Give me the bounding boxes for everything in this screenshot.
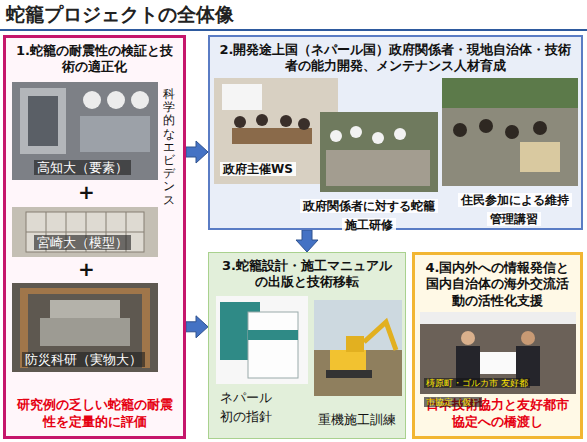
- person: [256, 114, 268, 126]
- photo-caption: 防災科研（実物大）: [22, 352, 145, 367]
- block-arrow: [186, 316, 208, 338]
- panel-heading: 2.開発途上国（ネパール国）政府関係者・現地自治体・技術者の能力開発、メンテナン…: [217, 42, 574, 75]
- poster: [520, 142, 560, 172]
- community-photo: [442, 78, 578, 186]
- label-box: 科学的なエビデンス: [163, 88, 175, 207]
- block-arrow: [296, 230, 318, 252]
- person: [533, 121, 547, 135]
- excavator-track: [326, 370, 372, 378]
- model-photo: [12, 207, 158, 257]
- panel: 4.国内外への情報発信と国内自治体の海外交流活動の活性化支援日ネ技術協力と友好都…: [412, 252, 583, 439]
- block-arrow: [186, 141, 208, 163]
- manual-cover: [248, 312, 298, 378]
- lab-photo: [12, 82, 158, 180]
- certificate: [480, 352, 516, 374]
- title-box: 蛇籠プロジェクトの全体像: [6, 2, 234, 27]
- panel-heading: 4.国内外への情報発信と国内自治体の海外交流活動の活性化支援: [422, 260, 573, 309]
- conclusion-text: 研究例の乏しい蛇籠の耐震性を定量的に評価: [13, 397, 176, 431]
- person: [521, 331, 535, 345]
- label-box: 重機施工訓練: [318, 409, 396, 428]
- vertical-note: 科学的なエビデンス: [163, 88, 175, 207]
- gabion-model: [26, 212, 144, 252]
- panel-heading: 1.蛇籠の耐震性の検証と技術の適正化: [13, 43, 176, 76]
- photo-caption: 政府関係者に対する蛇籠施工研修: [300, 199, 438, 232]
- photo-caption: ネパール初の指針: [220, 390, 272, 424]
- gabion-mesh: [26, 212, 144, 252]
- photo-caption: 重機施工訓練: [318, 412, 396, 427]
- plus-sign: +: [78, 257, 95, 281]
- workshop-photo: [214, 78, 338, 184]
- label-box: 高知大（要素）: [34, 157, 131, 177]
- label-box: 住民参加による維持管理講習: [458, 189, 570, 227]
- helmet: [350, 126, 362, 138]
- panel-fill: [412, 252, 583, 439]
- gauge: [131, 91, 149, 109]
- test-rig: [20, 88, 66, 154]
- label-box: 政府主催WS: [220, 158, 296, 177]
- wood-frame: [20, 288, 150, 294]
- gabion-stack: [50, 300, 120, 318]
- person: [479, 119, 493, 133]
- photo-caption: 政府主催WS: [220, 162, 296, 176]
- full-scale-photo: [12, 283, 158, 372]
- gabion-stack: [40, 318, 130, 346]
- ground: [314, 350, 402, 396]
- excavator-arm: [364, 322, 396, 350]
- title-rule: [0, 29, 587, 31]
- person: [453, 123, 467, 137]
- manual-photo: [216, 296, 308, 384]
- label-box: +: [78, 180, 95, 204]
- plus-sign: +: [78, 180, 95, 204]
- panel-fill: [208, 252, 406, 439]
- excavator: [330, 350, 366, 370]
- banner: [420, 312, 576, 324]
- label-box: +: [78, 257, 95, 281]
- person: [298, 118, 310, 130]
- label-box: 防災科研（実物大）: [22, 349, 145, 369]
- gauge: [107, 91, 125, 109]
- helmet: [372, 132, 384, 144]
- excavator-cab: [346, 336, 364, 352]
- person: [280, 115, 292, 127]
- control-panel: [80, 116, 150, 152]
- panel-fill: [3, 35, 186, 439]
- photo-caption: 住民参加による維持管理講習: [458, 193, 572, 226]
- manual-band: [248, 330, 298, 340]
- person: [461, 331, 475, 345]
- label-box: 宮崎大（模型）: [34, 232, 131, 252]
- stone-wall: [326, 150, 430, 186]
- label-box: ネパール初の指針: [220, 387, 282, 426]
- test-rig: [28, 96, 58, 146]
- person: [505, 125, 519, 139]
- screen: [222, 84, 262, 110]
- helmet: [330, 130, 342, 142]
- trees: [442, 78, 578, 108]
- panel-heading: 3.蛇籠設計・施工マニュアルの出版と技術移転: [216, 258, 398, 291]
- table: [232, 128, 312, 144]
- gauge: [83, 91, 101, 109]
- photo-caption: 宮崎大（模型）: [34, 235, 131, 250]
- label-box: 政府関係者に対する蛇籠施工研修: [300, 195, 438, 233]
- person: [234, 116, 246, 128]
- training-photo: [320, 112, 438, 192]
- title: 蛇籠プロジェクトの全体像: [6, 2, 234, 27]
- photo-caption: 高知大（要素）: [34, 160, 131, 175]
- helmet: [394, 128, 406, 140]
